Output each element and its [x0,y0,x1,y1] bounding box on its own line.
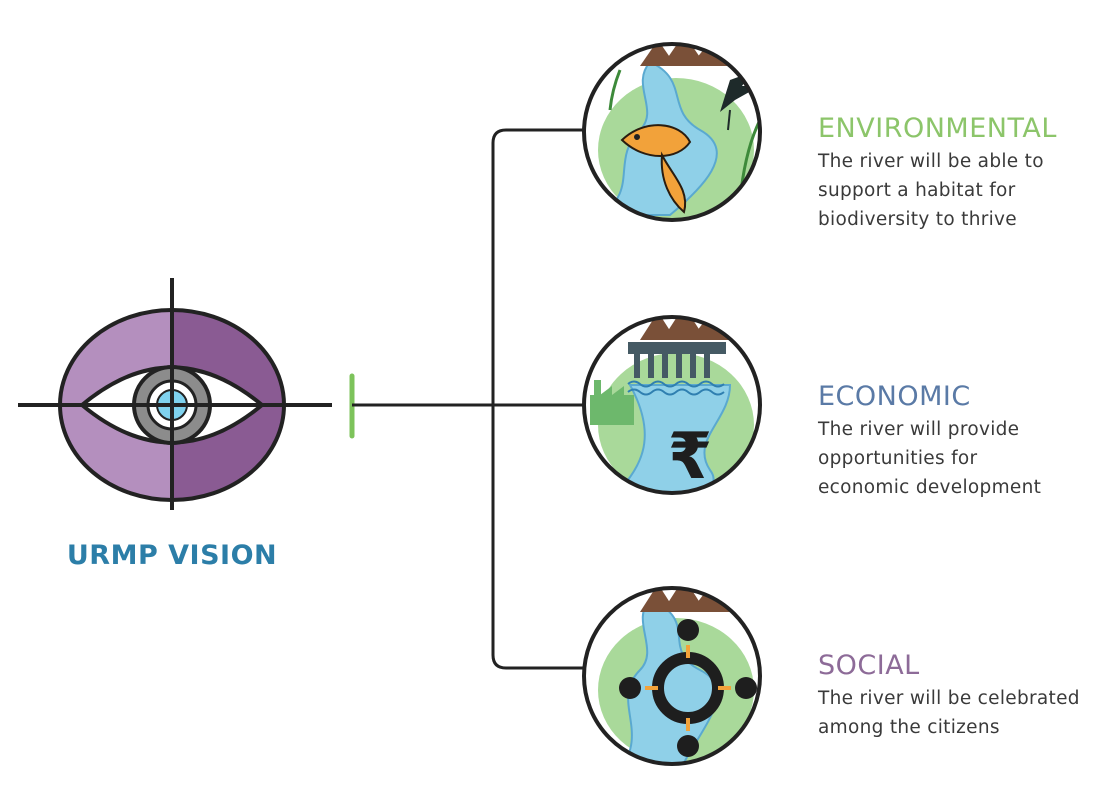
description-line: biodiversity to thrive [818,209,1017,230]
branch-connector [352,128,585,670]
pillar-description: The river will provide opportunities for… [818,415,1113,502]
pillar-title: ECONOMIC [818,381,971,412]
pillar-environmental: ENVIRONMENTAL The river will be able to … [818,113,1113,234]
economic-icon: ₹ [582,315,762,495]
description-line: support a habitat for [818,180,1016,201]
rupee-symbol: ₹ [668,420,713,494]
eye-target-icon [18,278,332,510]
description-line: among the citizens [818,717,1000,738]
description-line: The river will provide [818,419,1020,440]
description-line: economic development [818,477,1042,498]
pillar-title: SOCIAL [818,650,920,681]
description-line: opportunities for [818,448,978,469]
vision-title: URMP VISION [66,540,278,571]
pillar-social: SOCIAL The river will be celebrated amon… [818,650,1113,742]
environmental-icon [582,42,762,222]
pillar-description: The river will be able to support a habi… [818,147,1113,234]
pillar-description: The river will be celebrated among the c… [818,684,1113,742]
social-icon [582,586,762,766]
pillar-economic: ECONOMIC The river will provide opportun… [818,381,1113,502]
description-line: The river will be able to [818,151,1044,172]
pillar-title: ENVIRONMENTAL [818,113,1057,144]
description-line: The river will be celebrated [818,688,1080,709]
